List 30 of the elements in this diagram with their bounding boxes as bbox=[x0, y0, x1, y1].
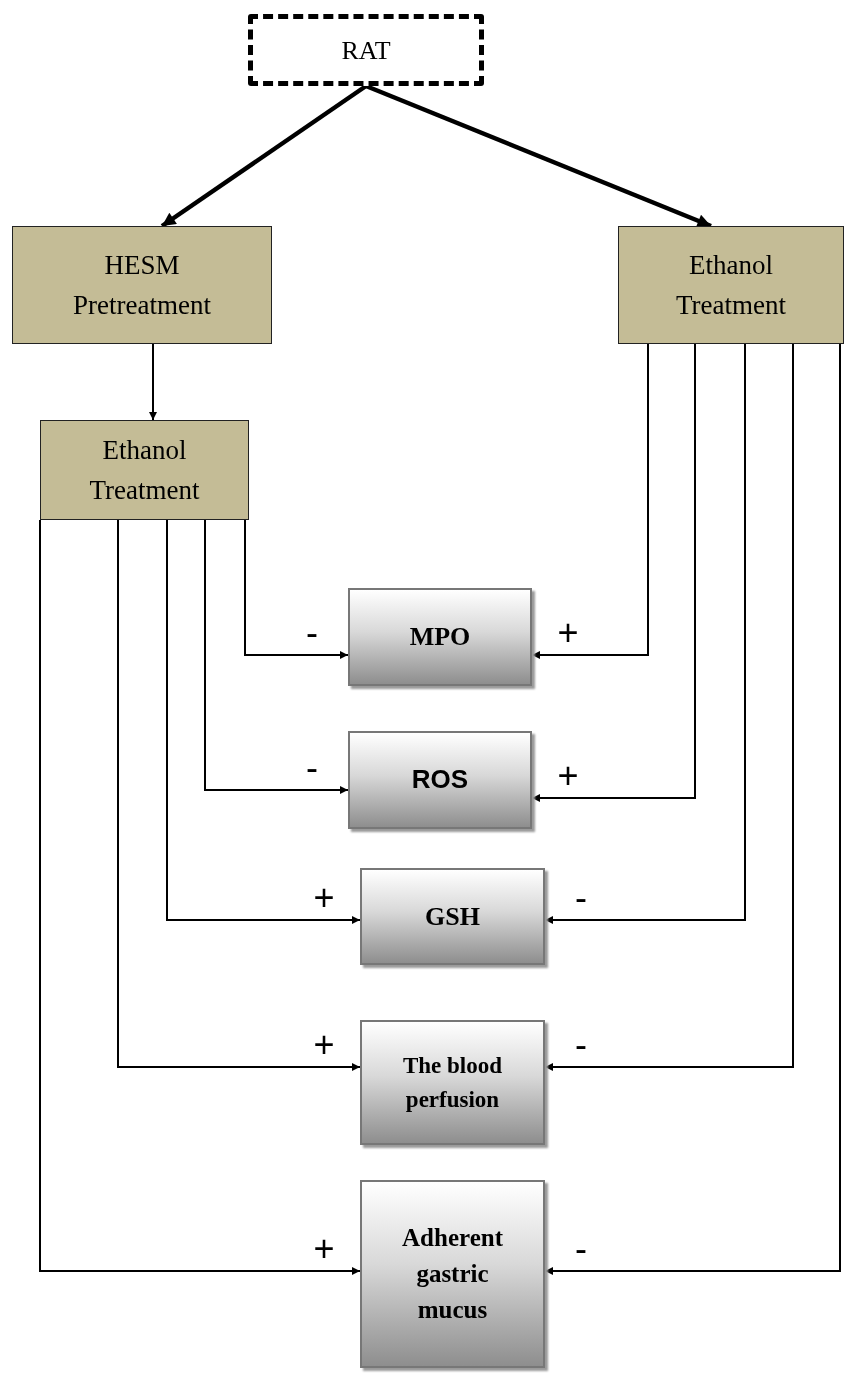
arrow bbox=[544, 343, 794, 1071]
node-label: MPO bbox=[408, 621, 472, 654]
arrow bbox=[149, 343, 157, 421]
arrow bbox=[544, 343, 841, 1275]
arrow bbox=[39, 519, 361, 1275]
dashed-box bbox=[248, 14, 484, 86]
node-label: Adherent gastric mucus bbox=[401, 1222, 504, 1326]
result-box bbox=[360, 1180, 545, 1368]
arrow bbox=[244, 519, 349, 659]
arrow bbox=[204, 519, 349, 794]
node-label: Ethanol Treatment bbox=[675, 248, 787, 322]
node-label: The blood perfusion bbox=[401, 1052, 504, 1114]
arrow bbox=[531, 343, 649, 659]
node-label: Ethanol Treatment bbox=[88, 433, 201, 507]
result-box bbox=[348, 731, 532, 829]
arrow bbox=[166, 519, 361, 924]
node-label: HESM Pretreatment bbox=[72, 248, 212, 322]
node-label: RAT bbox=[341, 34, 391, 67]
process-box bbox=[40, 420, 249, 520]
result-box bbox=[360, 868, 545, 965]
arrow bbox=[160, 84, 368, 228]
arrow bbox=[117, 519, 361, 1071]
node-label: ROS bbox=[410, 763, 470, 797]
arrow bbox=[544, 343, 746, 924]
node-label: GSH bbox=[424, 900, 481, 933]
process-box bbox=[12, 226, 272, 344]
result-box bbox=[360, 1020, 545, 1145]
process-box bbox=[618, 226, 844, 344]
result-box bbox=[348, 588, 532, 686]
arrow bbox=[531, 343, 696, 802]
